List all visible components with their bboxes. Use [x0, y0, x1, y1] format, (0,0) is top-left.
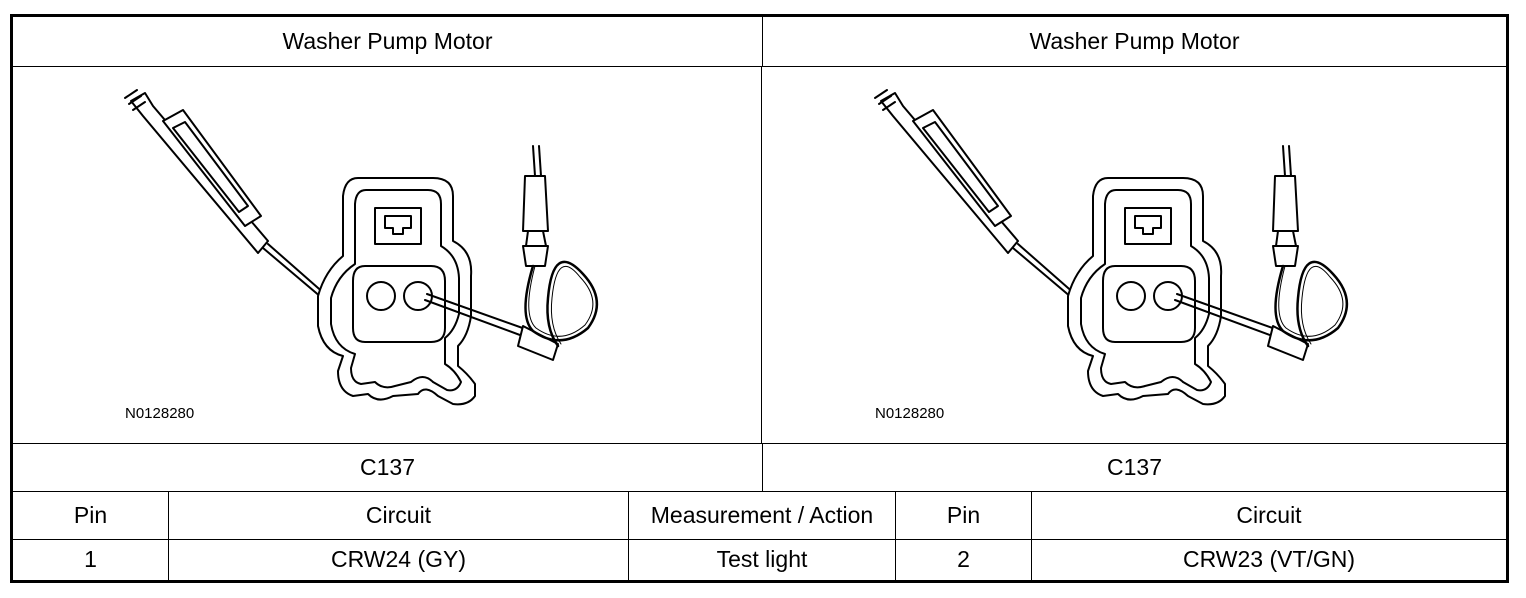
- header-measurement: Measurement / Action: [629, 491, 896, 539]
- illustration-row: N0128280: [13, 66, 1506, 444]
- connector-icon: [1067, 177, 1226, 406]
- cell-circuit-a: CRW24 (GY): [169, 539, 629, 580]
- left-connector-label: C137: [13, 443, 763, 491]
- header-pin-b: Pin: [896, 491, 1032, 539]
- right-illustration-cell: N0128280: [762, 66, 1510, 443]
- left-figure-id: N0128280: [125, 405, 194, 422]
- test-light-probe-icon: [880, 92, 1019, 254]
- cell-circuit-b: CRW23 (VT/GN): [1182, 546, 1356, 572]
- test-lead-clip-icon: [522, 245, 549, 267]
- left-connector-illustration: N0128280: [124, 89, 599, 422]
- connector-icon: [317, 177, 476, 406]
- test-lead-clip-icon: [1272, 245, 1299, 267]
- table-row: 1 CRW24 (GY) Test light 2 CRW23 (VT/GN): [13, 539, 1506, 580]
- pinpoint-test-table: Washer Pump Motor Washer Pump Motor: [10, 14, 1509, 583]
- right-title: Washer Pump Motor: [1029, 28, 1240, 54]
- connector-row: C137 C137: [13, 443, 1506, 492]
- left-illustration-cell: N0128280: [13, 66, 762, 443]
- test-light-probe-icon: [130, 92, 269, 254]
- header-row: Pin Circuit Measurement / Action Pin Cir…: [13, 491, 1506, 540]
- cell-pin-a: 1: [13, 539, 169, 580]
- header-pin-a: Pin: [13, 491, 169, 539]
- header-circuit-a: Circuit: [169, 491, 629, 539]
- cell-measurement: Test light: [629, 539, 896, 580]
- header-circuit-b: Circuit: [1236, 501, 1302, 528]
- right-connector-illustration: N0128280: [874, 89, 1349, 422]
- left-title: Washer Pump Motor: [13, 17, 763, 66]
- right-figure-id: N0128280: [875, 405, 944, 422]
- title-row: Washer Pump Motor Washer Pump Motor: [13, 17, 1506, 67]
- cell-pin-b: 2: [896, 539, 1032, 580]
- right-connector-label: C137: [1107, 453, 1162, 480]
